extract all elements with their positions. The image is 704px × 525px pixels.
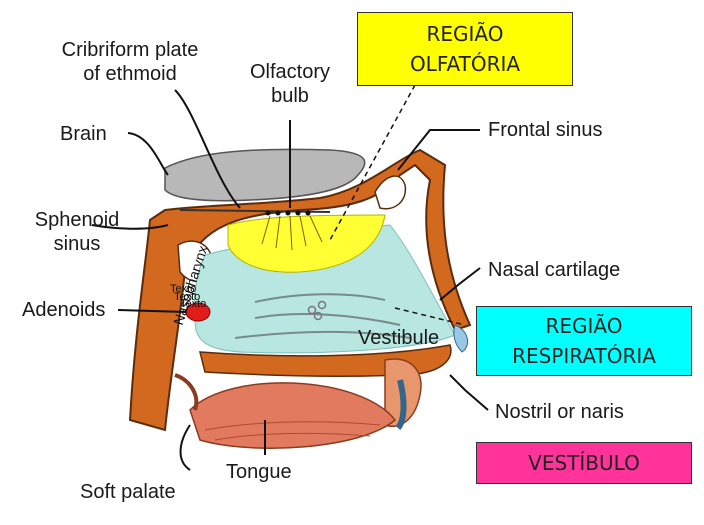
nostril-tissue <box>395 379 407 430</box>
nasal-cartilage-shape <box>453 324 469 353</box>
adenoids-label: Adenoids <box>22 299 106 321</box>
tongue-label: Tongue <box>226 461 292 483</box>
skull-bone <box>128 148 472 432</box>
nasal-cartilage-label: Nasal cartilage <box>488 259 621 281</box>
brain-shape <box>164 148 366 202</box>
frontal-sinus-label: Frontal sinus <box>488 119 603 141</box>
vestibule-label: Vestibule <box>358 327 440 349</box>
texto-label-2: Texto <box>174 291 201 303</box>
soft-palate-shape <box>174 373 199 411</box>
turbinate-lower <box>234 331 411 339</box>
frontal-sinus-cavity <box>374 175 407 210</box>
nostril-label: Nostril or naris <box>495 401 624 423</box>
vestibulo-box: VESTÍBULO <box>476 442 692 484</box>
olfatoria-pointer <box>329 84 416 241</box>
olfactory-nerves <box>261 215 323 251</box>
olfactory-bulb-dots <box>265 210 311 216</box>
olfactory-region-area <box>227 214 386 273</box>
turbinate-middle <box>254 313 401 326</box>
texto-label-3: Texto <box>180 298 207 310</box>
brain-label: Brain <box>60 123 107 145</box>
soft-palate-label: Soft palate <box>80 481 176 503</box>
respiratoria-pointer <box>394 307 466 326</box>
tongue-shape <box>189 382 397 449</box>
turbinate-upper <box>254 293 386 303</box>
texto-label-1: Texto <box>170 283 197 295</box>
